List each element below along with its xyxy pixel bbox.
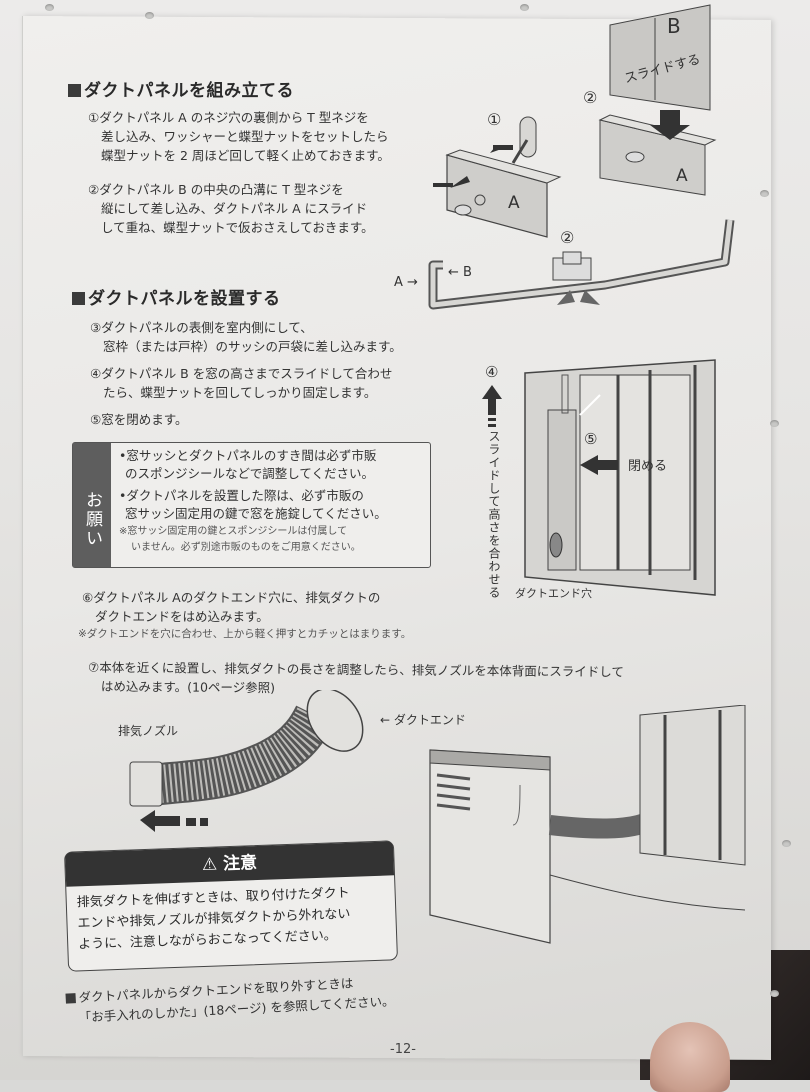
- punch-hole: [770, 990, 779, 997]
- exhaust-nozzle-label: 排気ノズル: [118, 724, 179, 738]
- figure-assemble-step1: [433, 116, 562, 238]
- step4-text: ④ダクトパネル B を窓の高さまでスライドして合わせ たら、蝶型ナットを回してし…: [90, 366, 393, 400]
- step5-text: ⑤窓を閉めます。: [90, 412, 188, 427]
- arrow-up-icon: [482, 385, 502, 427]
- fig2-panel-b-label: B: [667, 14, 681, 38]
- warning-icon: ⚠: [201, 854, 218, 875]
- fig5-number: ⑤: [584, 430, 598, 448]
- section-title-assemble: ダクトパネルを組み立てる: [68, 76, 294, 101]
- step3-text: ③ダクトパネルの表側を室内側にして、 窓枠（または戸枠）のサッシの戸袋に差し込み…: [90, 320, 402, 354]
- fig1-number: ①: [487, 110, 502, 129]
- duct-end-label: ← ダクトエンド: [380, 713, 466, 727]
- section-title-install: ダクトパネルを設置する: [72, 284, 281, 309]
- request-bullet: •ダクトパネルを設置した際は、必ず市販の: [119, 488, 364, 503]
- step6-text: ⑥ダクトパネル Aのダクトエンド穴に、排気ダクトの ダクトエンドをはめ込みます。…: [78, 590, 412, 640]
- caution-box: ⚠ 注意 排気ダクトを伸ばすときは、取り付けたダクト エンドや排気ノズルが排気ダ…: [64, 840, 398, 972]
- punch-hole: [145, 12, 154, 19]
- figure-window-install: [524, 359, 716, 596]
- figure-exhaust-duct: [129, 690, 364, 832]
- fig2-panel-a-label: A: [676, 166, 688, 186]
- request-note: ※窓サッシ固定用の鍵とスポンジシールは付属して: [119, 526, 348, 537]
- cross-label-a: A →: [394, 275, 418, 290]
- figure-cross-section: [428, 219, 735, 310]
- punch-hole: [45, 4, 54, 11]
- request-bullet-cont: のスポンジシールなどで調整してください。: [125, 466, 375, 481]
- request-tab: お願い: [73, 443, 111, 567]
- cross-section-number: ②: [560, 228, 575, 247]
- request-notice-box: お願い •窓サッシとダクトパネルのすき間は必ず市販 のスポンジシールなどで調整し…: [72, 442, 431, 568]
- duct-end-hole-label: ダクトエンド穴: [515, 587, 592, 600]
- page-number: -12-: [390, 1042, 416, 1057]
- punch-hole: [520, 4, 529, 11]
- request-bullet: •窓サッシとダクトパネルのすき間は必ず市販: [119, 448, 377, 463]
- punch-hole: [770, 420, 779, 427]
- slide-height-label: スライドして高さを合わせる: [487, 430, 501, 599]
- cross-label-b: ← B: [448, 265, 472, 280]
- close-label: 閉める: [628, 459, 668, 474]
- request-note-cont: いません。必ず別途市販のものをご用意ください。: [131, 542, 361, 553]
- punch-hole: [760, 190, 769, 197]
- fig4-number: ④: [485, 363, 499, 381]
- finger: [650, 1022, 730, 1092]
- step1-text: ①ダクトパネル A のネジ穴の裏側から T 型ネジを 差し込み、ワッシャーと蝶型…: [88, 110, 390, 163]
- punch-hole: [782, 840, 791, 847]
- request-bullet-cont: 窓サッシ固定用の鍵で窓を施錠してください。: [125, 506, 387, 521]
- fig2-number: ②: [583, 88, 598, 107]
- figure-air-conditioner: [429, 705, 746, 944]
- step2-text: ②ダクトパネル B の中央の凸溝に T 型ネジを 縦にして差し込み、ダクトパネル…: [88, 182, 374, 235]
- fig1-panel-a-label: A: [508, 193, 520, 213]
- figure-assemble-step2: [598, 4, 717, 196]
